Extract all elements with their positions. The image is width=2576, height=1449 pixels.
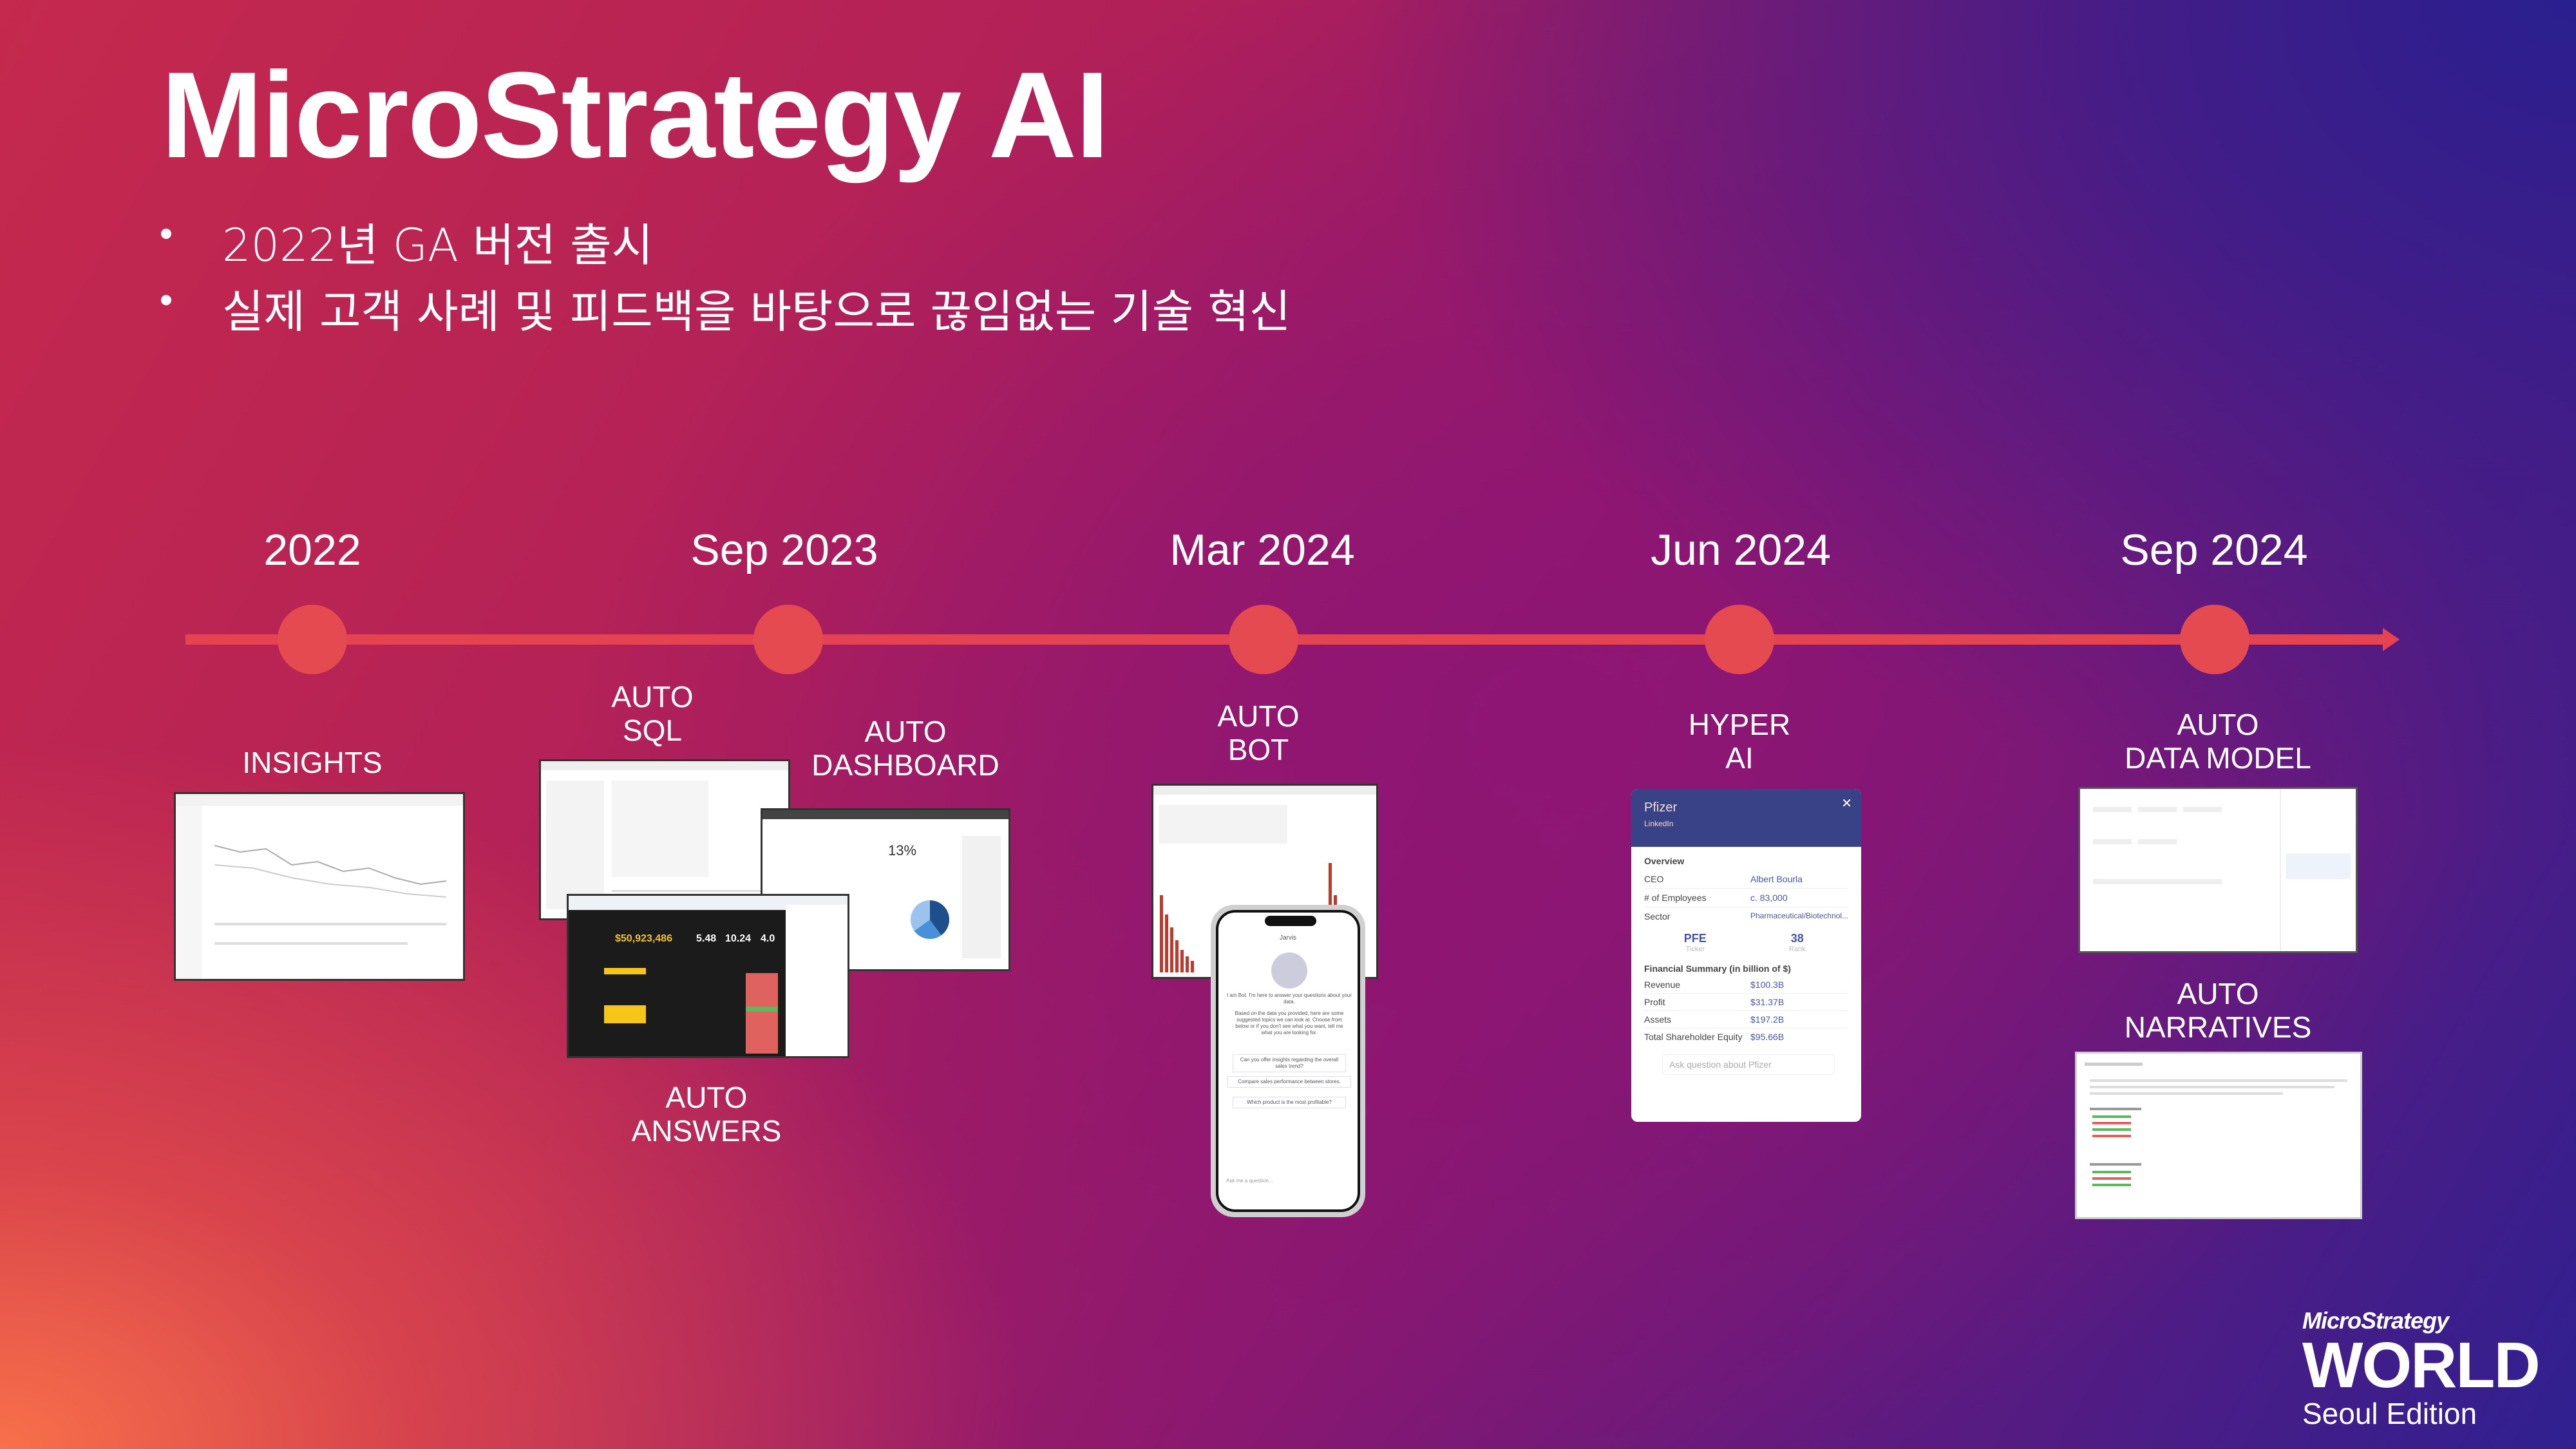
answers-headline: $50,923,486 [615, 933, 672, 944]
timeline-node [278, 605, 347, 674]
bot-input[interactable]: Ask me a question... [1226, 1178, 1273, 1184]
line-chart [214, 845, 447, 898]
year-label: Jun 2024 [1651, 526, 1831, 574]
year-label: 2022 [263, 526, 361, 574]
answers-kpi: 10.24 [725, 933, 752, 944]
answers-kpi: 5.48 [696, 933, 717, 944]
auto-sql-screenshot [539, 759, 790, 920]
bot-avatar [1271, 952, 1307, 989]
bar-chart [1160, 895, 1194, 972]
timeline-node [2180, 605, 2249, 674]
suggestion[interactable]: Compare sales performance between stores… [1227, 1076, 1351, 1088]
label-insights: INSIGHTS [242, 746, 383, 779]
suggestion[interactable]: Which product is the most profitable? [1233, 1097, 1346, 1108]
microstrategy-world-logo: MicroStrategy WORLD Seoul Edition [2302, 1307, 2541, 1430]
answers-kpi: 4.0 [761, 933, 775, 944]
timeline-node [1705, 605, 1774, 674]
timeline-arrow-icon [2383, 628, 2400, 651]
year-label: Mar 2024 [1170, 526, 1355, 574]
insights-screenshot [174, 792, 465, 981]
auto-data-model-screenshot [2078, 787, 2358, 953]
close-icon[interactable]: ✕ [1841, 797, 1852, 811]
auto-bot-desktop-screenshot [1151, 784, 1378, 979]
page-title: MicroStrategy AI [161, 47, 1110, 184]
dashboard-kpi: 13% [888, 842, 917, 858]
auto-answers-screenshot: $50,923,486 5.48 10.24 4.0 [567, 894, 849, 1058]
suggestion[interactable]: Can you offer insights regarding the ove… [1233, 1054, 1346, 1072]
auto-narratives-screenshot [2075, 1052, 2362, 1219]
timeline-node [1229, 605, 1298, 674]
pfizer-question-input[interactable]: Ask question about Pfizer [1662, 1054, 1835, 1075]
year-label: Sep 2023 [690, 526, 878, 574]
linkedin-link[interactable]: LinkedIn [1644, 819, 1674, 828]
pie-chart [911, 900, 949, 939]
auto-bot-phone: Jarvis I am Bot. I'm here to answer your… [1211, 905, 1365, 1217]
timeline-node [753, 605, 823, 674]
year-label: Sep 2024 [2120, 526, 2308, 574]
